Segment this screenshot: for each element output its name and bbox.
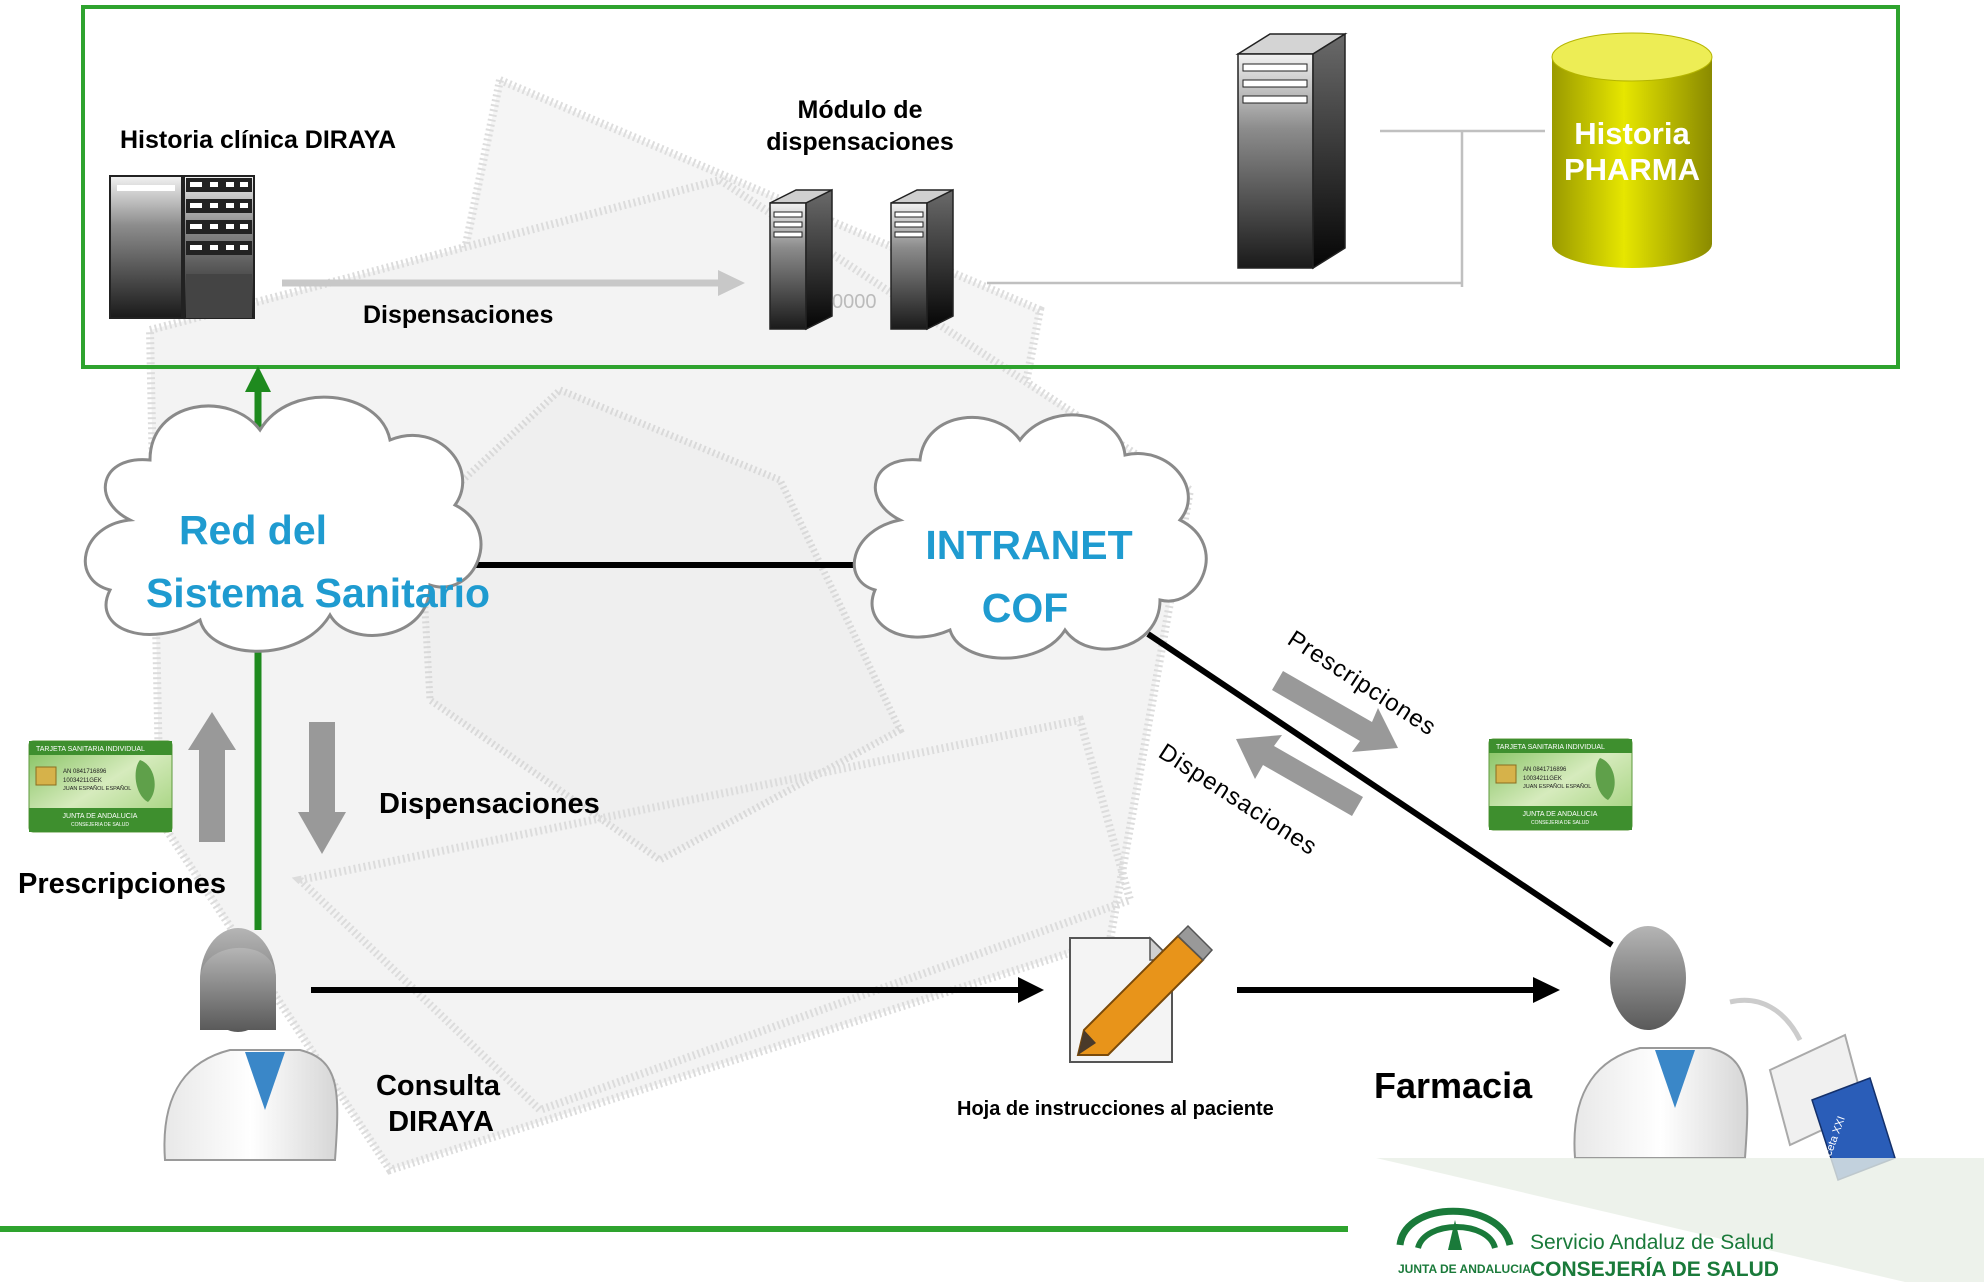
red-cloud-line1: Red del [179, 507, 327, 553]
modulo-server-icon-2 [890, 188, 954, 331]
svg-text:10034211GEK: 10034211GEK [63, 778, 102, 784]
hoja-label: Hoja de instrucciones al paciente [957, 1098, 1274, 1120]
card-reader-icon: Receta XXI [1729, 997, 1896, 1181]
footer-decor [1376, 1158, 1984, 1282]
svg-text:CONSEJERIA DE SALUD: CONSEJERIA DE SALUD [1531, 820, 1589, 826]
doctor-consulta-avatar [163, 928, 339, 1161]
dispensaciones-right-label: Dispensaciones [1154, 738, 1323, 861]
top-system-panel [81, 5, 1900, 369]
ellipsis-dots: 0000 [832, 291, 877, 313]
svg-text:AN 0841716896: AN 0841716896 [1523, 767, 1567, 773]
red-sistema-sanitario-cloud [83, 395, 483, 653]
svg-text:JUAN ESPAÑOL ESPAÑOL: JUAN ESPAÑOL ESPAÑOL [1523, 783, 1591, 790]
svg-text:CONSEJERIA DE SALUD: CONSEJERIA DE SALUD [71, 822, 129, 828]
consulta-label-line2: DIRAYA [388, 1106, 494, 1138]
consulta-label-line1: Consulta [376, 1070, 501, 1102]
pharma-connection-lines [987, 129, 1545, 287]
svg-text:AN 0841716896: AN 0841716896 [63, 769, 107, 775]
svg-text:JUNTA DE ANDALUCIA: JUNTA DE ANDALUCIA [1398, 1262, 1531, 1276]
dispensaciones-right-arrow [1236, 735, 1363, 816]
intranet-farmacia-link [1146, 631, 1614, 948]
prescripciones-up-arrow [188, 712, 236, 842]
footer-green-line [0, 1226, 1348, 1232]
svg-text:TARJETA SANITARIA INDIVIDUAL: TARJETA SANITARIA INDIVIDUAL [36, 746, 145, 753]
intranet-cloud-line2: COF [982, 585, 1069, 631]
pharma-label-line2: PHARMA [1564, 152, 1700, 187]
modulo-server-icon [769, 188, 833, 331]
consejeria-label: CONSEJERÍA DE SALUD [1530, 1258, 1779, 1281]
farmacia-label: Farmacia [1374, 1065, 1533, 1106]
diraya-label: Historia clínica DIRAYA [120, 126, 396, 154]
dispensaciones-down-arrow [298, 722, 346, 854]
svg-text:JUAN ESPAÑOL ESPAÑOL: JUAN ESPAÑOL ESPAÑOL [63, 785, 131, 792]
intranet-cloud-line1: INTRANET [925, 522, 1132, 568]
junta-andalucia-logo: JUNTA DE ANDALUCIA [1396, 1207, 1531, 1276]
svg-text:TARJETA SANITARIA INDIVIDUAL: TARJETA SANITARIA INDIVIDUAL [1496, 744, 1605, 751]
prescripciones-right-arrow [1272, 671, 1398, 752]
diraya-server-icon [109, 175, 255, 319]
pharma-server-icon [1235, 32, 1348, 270]
intranet-cof-cloud [852, 413, 1208, 660]
dispensaciones-top-label: Dispensaciones [363, 301, 553, 329]
pencil-icon [1076, 924, 1214, 1056]
dispensaciones-top-arrow [282, 270, 745, 296]
modulo-label-line1: Módulo de [798, 96, 923, 124]
svg-text:JUNTA DE ANDALUCIA: JUNTA DE ANDALUCIA [63, 813, 138, 820]
servicio-andaluz-label: Servicio Andaluz de Salud [1530, 1231, 1774, 1254]
pharma-label-line1: Historia [1574, 116, 1690, 151]
dispensaciones-left-label: Dispensaciones [379, 788, 600, 820]
svg-text:JUNTA DE ANDALUCIA: JUNTA DE ANDALUCIA [1523, 811, 1598, 818]
health-card-left: TARJETA SANITARIA INDIVIDUAL AN 08417168… [28, 740, 173, 833]
red-cloud-line2: Sistema Sanitario [146, 570, 490, 616]
hoja-to-farmacia-arrow [1237, 977, 1560, 1003]
consulta-to-hoja-arrow [311, 977, 1044, 1003]
svg-text:10034211GEK: 10034211GEK [1523, 776, 1562, 782]
farmacia-pharmacist-avatar [1573, 926, 1749, 1159]
historia-pharma-database-icon [1551, 32, 1713, 268]
prescripciones-left-label: Prescripciones [18, 868, 226, 900]
health-card-right: TARJETA SANITARIA INDIVIDUAL AN 08417168… [1488, 738, 1633, 831]
modulo-label-line2: dispensaciones [766, 128, 954, 156]
